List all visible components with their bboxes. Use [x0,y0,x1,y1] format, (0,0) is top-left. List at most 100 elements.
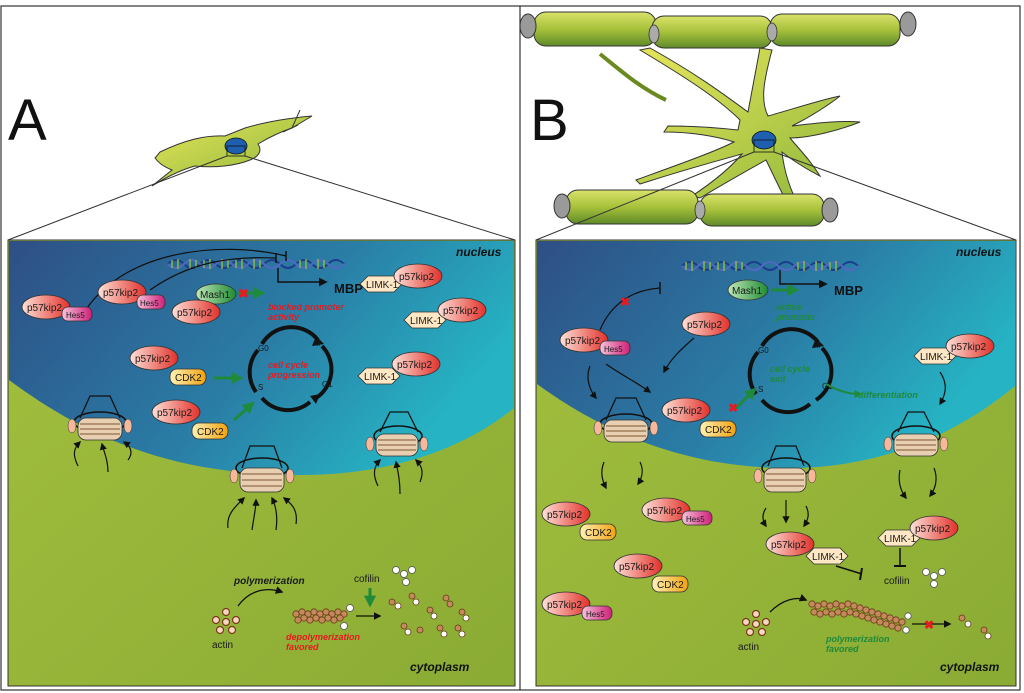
complex-p57-hes5-1: p57kip2 Hes5 [21,294,93,322]
mbp-label-b: MBP [834,283,863,298]
nuclear-pore-a1 [67,395,133,441]
nucleus-label-a: nucleus [456,245,502,259]
complex-p57-cdk2-a1: p57kip2 CDK2 [129,345,207,386]
complex-mash1-p57-a: Mash1 p57kip2 [171,283,237,325]
svg-text:LIMK-1: LIMK-1 [884,534,917,545]
nuclear-pore-a3 [365,411,429,457]
blocked-x-b2: ✖ [728,401,738,415]
svg-text:G0: G0 [258,344,269,353]
svg-text:p57kip2: p57kip2 [687,320,722,331]
svg-text:LIMK-1: LIMK-1 [364,372,397,383]
svg-text:G1: G1 [322,380,333,389]
svg-text:p57kip2: p57kip2 [443,306,478,317]
svg-text:p57kip2: p57kip2 [771,540,806,551]
actin-filament-a [292,608,348,624]
nuclear-pore-b2 [753,445,817,493]
mbp-promoter-arrow-a [277,268,328,287]
svg-text:Mash1: Mash1 [200,290,230,301]
cytoplasm-label-b: cytoplasm [940,660,1000,674]
actin-label-b: actin [738,642,759,653]
cofilin-label-a: cofilin [354,574,380,585]
svg-text:Hes5: Hes5 [140,299,159,308]
svg-text:p57kip2: p57kip2 [547,510,582,521]
svg-text:S: S [258,383,263,392]
svg-text:p57kip2: p57kip2 [399,272,434,283]
svg-text:Hes5: Hes5 [66,311,85,320]
complex-p57-hes5-2: p57kip2 Hes5 [97,279,166,310]
dna-helix-a [167,259,345,269]
polymerization-note-a: polymerization [233,576,305,587]
svg-text:S: S [758,385,763,394]
svg-text:p57kip2: p57kip2 [397,360,432,371]
svg-text:p57kip2: p57kip2 [667,406,702,417]
svg-text:p57kip2: p57kip2 [547,600,582,611]
mbp-label-a: MBP [334,281,363,296]
svg-text:p57kip2: p57kip2 [619,562,654,573]
actin-debris-a [388,592,470,638]
svg-text:G0: G0 [758,346,769,355]
axons-bottom [553,189,839,227]
figure-frame [0,5,1021,691]
zoom-line-right [244,155,516,241]
complex-limk1-p57-a2: LIMK-1 p57kip2 [403,297,487,329]
actin-monomers-a [211,607,241,635]
complex-p57-cdk2-b1: p57kip2 CDK2 [661,397,737,438]
complex-limk1-p57-b3: LIMK-1 p57kip2 [877,515,959,547]
zoom-line-right-b [773,151,1017,241]
svg-text:p57kip2: p57kip2 [565,336,600,347]
opc-cell [151,109,313,187]
complex-p57-cdk2-a2: p57kip2 CDK2 [151,399,229,440]
complex-p57-hes5-b2: p57kip2 Hes5 [641,497,713,526]
nucleus-b [537,241,1015,469]
panel-b-letter: B [530,88,569,153]
svg-text:CDK2: CDK2 [585,528,612,539]
oligodendrocyte [598,47,861,209]
svg-text:p57kip2: p57kip2 [647,506,682,517]
differentiation-note-b: differentiation [858,390,918,400]
svg-text:Hes5: Hes5 [686,515,705,524]
blocked-x-b3: ✖ [924,618,934,632]
svg-text:LIMK-1: LIMK-1 [366,280,399,291]
svg-text:Hes5: Hes5 [604,345,623,354]
nucleus-label-b: nucleus [956,245,1002,259]
p57-free-b: p57kip2 [681,311,731,337]
svg-text:CDK2: CDK2 [197,427,224,438]
svg-text:M: M [314,339,321,348]
svg-text:M: M [814,341,821,350]
panel-a-letter: A [8,88,47,153]
panel-a: A nucleus cytoplasm [7,88,516,687]
svg-text:LIMK-1: LIMK-1 [812,552,845,563]
svg-text:LIMK-1: LIMK-1 [920,352,953,363]
svg-text:CDK2: CDK2 [175,373,202,384]
svg-text:LIMK-1: LIMK-1 [410,316,443,327]
svg-text:CDK2: CDK2 [705,425,732,436]
nuclear-pore-b3 [883,411,949,457]
complex-p57-hes5-b3: p57kip2 Hes5 [541,591,613,621]
svg-text:p57kip2: p57kip2 [27,303,62,314]
zoom-line-left [7,155,228,241]
mash1-b: Mash1 [727,279,769,301]
nuclear-pore-a2 [229,445,295,493]
svg-text:p57kip2: p57kip2 [135,354,170,365]
svg-text:p57kip2: p57kip2 [951,342,986,353]
zoom-line-left-b [535,151,755,241]
actin-filament-b [808,600,906,632]
svg-text:Mash1: Mash1 [732,286,762,297]
blocked-x-a: ✖ [238,286,249,301]
complex-p57-hes5-b1: p57kip2 Hes5 [559,327,631,356]
svg-text:p57kip2: p57kip2 [915,524,950,535]
mbp-promoter-arrow-b [779,270,828,289]
dna-helix-b [681,261,859,271]
svg-text:Hes5: Hes5 [586,610,605,619]
inhibit-arc-2 [149,257,277,291]
svg-text:p57kip2: p57kip2 [103,288,138,299]
complex-limk1-p57-b1: LIMK-1 p57kip2 [913,333,995,365]
